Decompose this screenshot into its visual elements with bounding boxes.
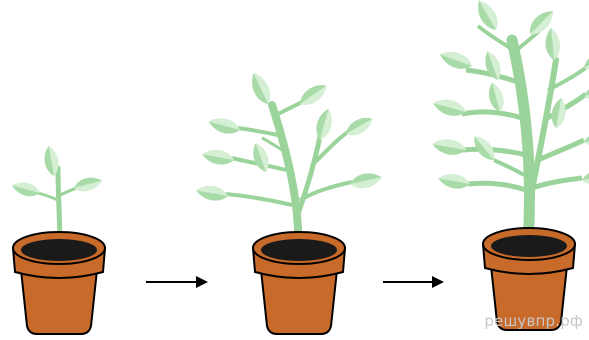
watermark-text: решувпр.рф — [484, 312, 583, 330]
mature-plant — [431, 0, 589, 250]
stage-seedling — [10, 144, 106, 335]
arrow-right-icon — [146, 276, 208, 288]
arrow-right-icon — [383, 276, 444, 288]
pot-1 — [12, 231, 106, 335]
stage-young-plant — [194, 70, 384, 335]
stage-mature-plant — [431, 0, 589, 331]
pot-2 — [252, 231, 346, 335]
young-plant — [194, 70, 384, 254]
